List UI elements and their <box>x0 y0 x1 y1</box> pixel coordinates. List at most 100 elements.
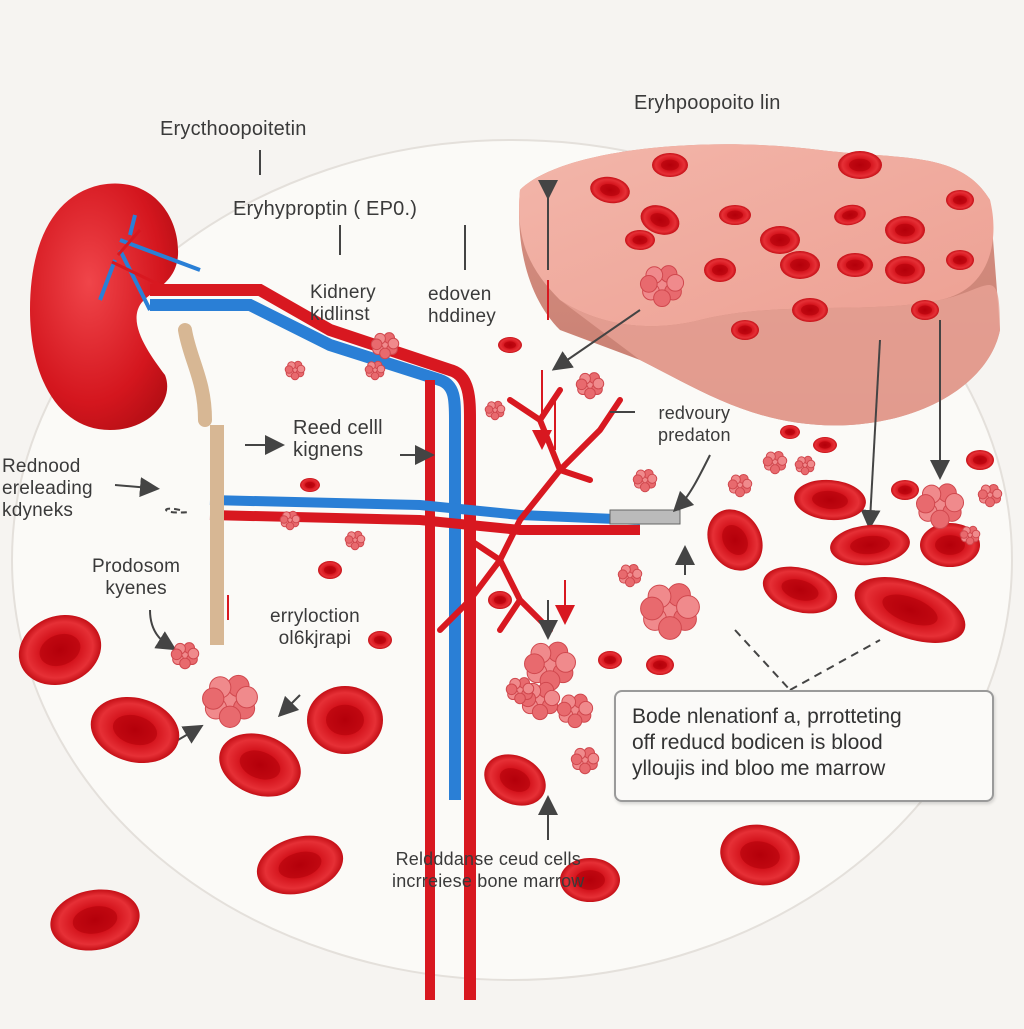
red-blood-cell <box>780 251 820 279</box>
cell-cluster <box>977 483 1003 508</box>
red-blood-cell <box>780 425 800 439</box>
kidney <box>30 183 201 430</box>
callout-line-3: ylloujis ind bloo me marrow <box>632 757 886 780</box>
cell-cluster <box>170 642 200 670</box>
red-blood-cell <box>760 226 800 254</box>
red-blood-cell <box>792 298 828 322</box>
label-redvoury-line-1: redvoury <box>658 403 731 423</box>
label-kidnery: Kidnery kidlinst <box>310 282 376 326</box>
label-edoven-line-2: hddiney <box>428 306 496 327</box>
cell-cluster <box>344 530 366 551</box>
red-blood-cell <box>625 230 655 250</box>
red-blood-cell <box>794 479 866 521</box>
cell-cluster <box>364 360 386 381</box>
label-rednood-line-1: Rednood <box>2 456 81 477</box>
label-top-left: Erycthoopoitetin <box>160 118 307 140</box>
red-blood-cell <box>598 651 622 669</box>
red-blood-cell <box>646 655 674 675</box>
label-redvoury-line-2: predaton <box>658 425 731 445</box>
red-blood-cell <box>488 591 512 609</box>
red-blood-cell <box>704 258 736 282</box>
label-rednood: Rednood ereleading kdyneks <box>2 456 93 522</box>
red-blood-cell <box>50 889 140 951</box>
label-bottom: Reldddanse ceud cells incrreiese bone ma… <box>392 848 584 892</box>
red-blood-cell <box>560 858 620 902</box>
label-epo: Eryhyproptin ( EP0.) <box>233 198 418 220</box>
cell-cluster <box>524 641 576 691</box>
red-blood-cell <box>307 686 383 754</box>
cell-cluster <box>915 483 965 530</box>
red-blood-cell <box>720 824 800 886</box>
label-kidnery-line-2: kidlinst <box>310 304 370 325</box>
label-rednood-line-3: kdyneks <box>2 500 74 521</box>
red-blood-cell <box>946 190 974 210</box>
red-blood-cell <box>256 835 344 895</box>
red-blood-cell <box>707 509 763 571</box>
cell-cluster <box>727 473 753 498</box>
label-reed-cell-line-1: Reed celll <box>293 417 383 439</box>
cell-cluster <box>632 468 658 493</box>
red-blood-cell <box>652 153 688 177</box>
cell-cluster <box>570 747 600 775</box>
red-blood-cell <box>834 204 866 226</box>
cell-cluster <box>370 332 400 360</box>
red-blood-cell <box>18 614 102 686</box>
cell-cluster <box>505 677 535 705</box>
cell-cluster <box>202 674 258 728</box>
catheter-tube <box>210 425 224 645</box>
cells-layer <box>18 151 1003 951</box>
red-blood-cell <box>90 696 180 764</box>
red-blood-cell <box>640 205 680 235</box>
cell-cluster <box>575 372 605 400</box>
label-bottom-line-2: incrreiese bone marrow <box>392 871 585 891</box>
red-blood-cell <box>813 437 837 453</box>
red-blood-cell <box>300 478 320 492</box>
red-blood-cell <box>891 480 919 500</box>
cell-cluster <box>639 265 685 308</box>
cell-cluster <box>617 563 643 588</box>
cell-cluster <box>762 450 788 475</box>
red-blood-cell <box>911 300 939 320</box>
callout-line-1: Bode nlenationf a, prrotteting <box>632 705 902 728</box>
red-blood-cell <box>590 176 630 204</box>
red-blood-cell <box>966 450 994 470</box>
red-blood-cell <box>484 754 546 806</box>
label-kidnery-line-1: Kidnery <box>310 282 376 303</box>
red-arrows <box>227 280 575 625</box>
red-blood-cell <box>854 577 966 643</box>
cell-cluster <box>959 525 981 546</box>
label-reed-cell: Reed celll kignens <box>293 417 383 461</box>
red-blood-cell <box>885 256 925 284</box>
label-prodosom: Prodosom kyenes <box>92 556 180 600</box>
cell-cluster <box>794 455 816 476</box>
label-prodosom-line-2: kyenes <box>105 578 167 599</box>
label-bottom-line-1: Reldddanse ceud cells <box>395 849 581 869</box>
label-edoven: edoven hddiney <box>428 284 496 328</box>
cell-cluster <box>640 583 700 640</box>
red-blood-cell <box>830 524 910 566</box>
red-blood-cell <box>719 205 751 225</box>
syringe <box>609 509 681 525</box>
cell-cluster <box>284 360 306 381</box>
red-blood-cell <box>946 250 974 270</box>
red-blood-cell <box>498 337 522 353</box>
callout-box: Bode nlenationf a, prrotteting off reduc… <box>614 690 994 802</box>
label-redvoury: redvoury predaton <box>658 402 731 446</box>
label-erylocition-line-2: ol6kjrapi <box>278 628 352 649</box>
callout-line-2: off reducd bodicen is blood <box>632 731 883 754</box>
leader-lines <box>114 150 950 840</box>
red-blood-cell <box>885 216 925 244</box>
red-blood-cell <box>731 320 759 340</box>
cell-cluster <box>484 400 506 421</box>
red-blood-cell <box>837 253 873 277</box>
label-erylocition-line-1: erryloction <box>270 606 360 627</box>
label-rednood-line-2: ereleading <box>2 478 93 499</box>
cell-cluster <box>279 510 301 531</box>
label-edoven-line-1: edoven <box>428 284 492 305</box>
red-blood-cell <box>838 151 882 179</box>
red-blood-cell <box>368 631 392 649</box>
ureter <box>178 323 212 427</box>
label-top-right: Eryhpoopoito lin <box>634 92 781 114</box>
